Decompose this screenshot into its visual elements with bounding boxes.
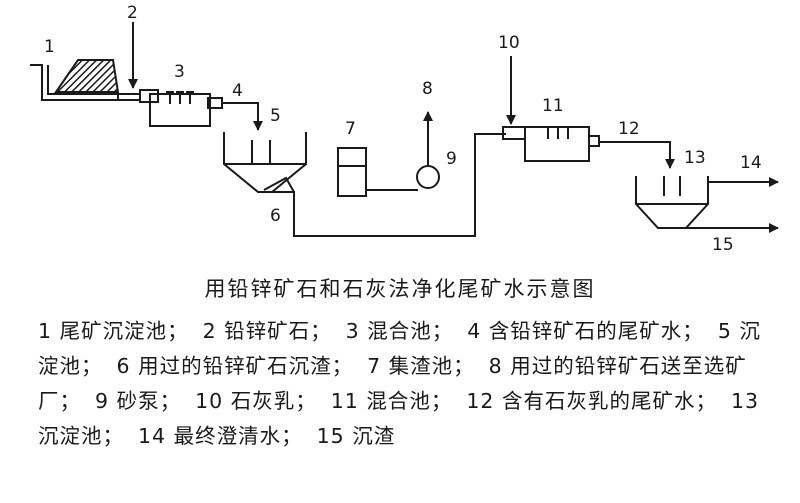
legend-item-text: 铅锌矿石； <box>224 319 332 343</box>
legend-item-text: 沉渣 <box>352 424 396 448</box>
legend-item-text: 含有石灰乳的尾矿水； <box>501 389 717 413</box>
legend-item-text: 砂泵； <box>116 389 182 413</box>
label-2: 2 <box>127 3 138 23</box>
mixing-tank-11 <box>502 126 600 162</box>
legend-item-number: 3 <box>345 319 360 343</box>
tailings-settling-pond <box>30 59 122 101</box>
legend-item-text: 沉淀池； <box>38 424 124 448</box>
legend-item-number: 15 <box>316 424 345 448</box>
legend-item-number: 8 <box>488 354 503 378</box>
settling-tank-5 <box>223 132 307 193</box>
label-11: 11 <box>542 96 564 116</box>
label-6: 6 <box>270 206 281 226</box>
figure-legend: 1 尾矿沉淀池；2 铅锌矿石；3 混合池；4 含铅锌矿石的尾矿水；5 沉淀池；6… <box>38 314 768 454</box>
legend-item-text: 集渣池； <box>388 354 475 378</box>
legend-item-number: 10 <box>195 389 224 413</box>
legend-item-text: 石灰乳； <box>230 389 317 413</box>
sludge-line <box>272 133 506 237</box>
legend-item: 12 含有石灰乳的尾矿水； <box>466 389 717 413</box>
legend-item-number: 7 <box>367 354 382 378</box>
legend-item: 13 沉淀池； <box>38 389 759 448</box>
settling-tank-13 <box>635 176 709 229</box>
legend-item-number: 13 <box>730 389 760 413</box>
legend-item: 14 最终澄清水； <box>138 424 303 448</box>
legend-item-number: 1 <box>38 319 53 343</box>
label-3: 3 <box>174 62 185 82</box>
legend-item-number: 11 <box>330 389 359 413</box>
legend-item-number: 5 <box>717 319 732 343</box>
legend-item: 5 沉淀池； <box>38 319 761 378</box>
label-1: 1 <box>44 37 55 57</box>
label-8: 8 <box>422 79 433 99</box>
legend-item-text: 用过的铅锌矿石沉渣； <box>138 354 354 378</box>
legend-item: 4 含铅锌矿石的尾矿水； <box>467 319 704 343</box>
mixing-tank-3 <box>139 89 223 127</box>
label-9: 9 <box>446 149 457 169</box>
label-12: 12 <box>618 119 640 139</box>
legend-item-text: 尾矿沉淀池； <box>59 319 189 343</box>
label-14: 14 <box>740 153 762 173</box>
label-7: 7 <box>345 119 356 139</box>
label-13: 13 <box>684 148 706 168</box>
legend-item: 6 用过的铅锌矿石沉渣； <box>117 354 354 378</box>
slag-collection-tank-7 <box>337 147 367 197</box>
legend-item-text: 含铅锌矿石的尾矿水； <box>488 319 704 343</box>
legend-item-number: 14 <box>138 424 167 448</box>
sand-pump-9 <box>416 165 440 189</box>
pipe-mixer-to-settler <box>222 102 263 131</box>
legend-item-number: 6 <box>116 354 131 378</box>
legend-item: 15 沉渣 <box>317 424 396 448</box>
legend-item-text: 混合池； <box>367 319 454 343</box>
legend-item: 1 尾矿沉淀池； <box>38 319 189 343</box>
legend-item: 11 混合池； <box>331 389 453 413</box>
legend-item-number: 9 <box>95 389 110 413</box>
process-flow-diagram: 1 2 3 4 5 6 7 8 9 10 11 12 13 14 15 <box>30 3 779 255</box>
legend-item-text: 最终澄清水； <box>173 424 303 448</box>
legend-item: 10 石灰乳； <box>195 389 317 413</box>
legend-item: 7 集渣池； <box>367 354 475 378</box>
legend-item-number: 2 <box>202 319 217 343</box>
label-5: 5 <box>270 106 281 126</box>
legend-item: 8 用过的铅锌矿石送至选矿厂； <box>38 354 747 413</box>
legend-item-number: 12 <box>466 389 495 413</box>
pipe-mixer-to-final-settler <box>599 141 675 169</box>
legend-item: 9 砂泵； <box>95 389 181 413</box>
legend-item-text: 混合池； <box>366 389 453 413</box>
label-10: 10 <box>498 33 520 53</box>
figure-caption: 用铅锌矿石和石灰法净化尾矿水示意图 <box>204 277 596 301</box>
legend-item-text: 用过的铅锌矿石送至选矿厂； <box>38 354 747 413</box>
label-15: 15 <box>712 235 734 255</box>
legend-item: 3 混合池； <box>346 319 454 343</box>
legend-item-text: 沉淀池； <box>38 319 761 378</box>
legend-item: 2 铅锌矿石； <box>203 319 332 343</box>
legend-item-number: 4 <box>467 319 482 343</box>
label-4: 4 <box>232 81 243 101</box>
